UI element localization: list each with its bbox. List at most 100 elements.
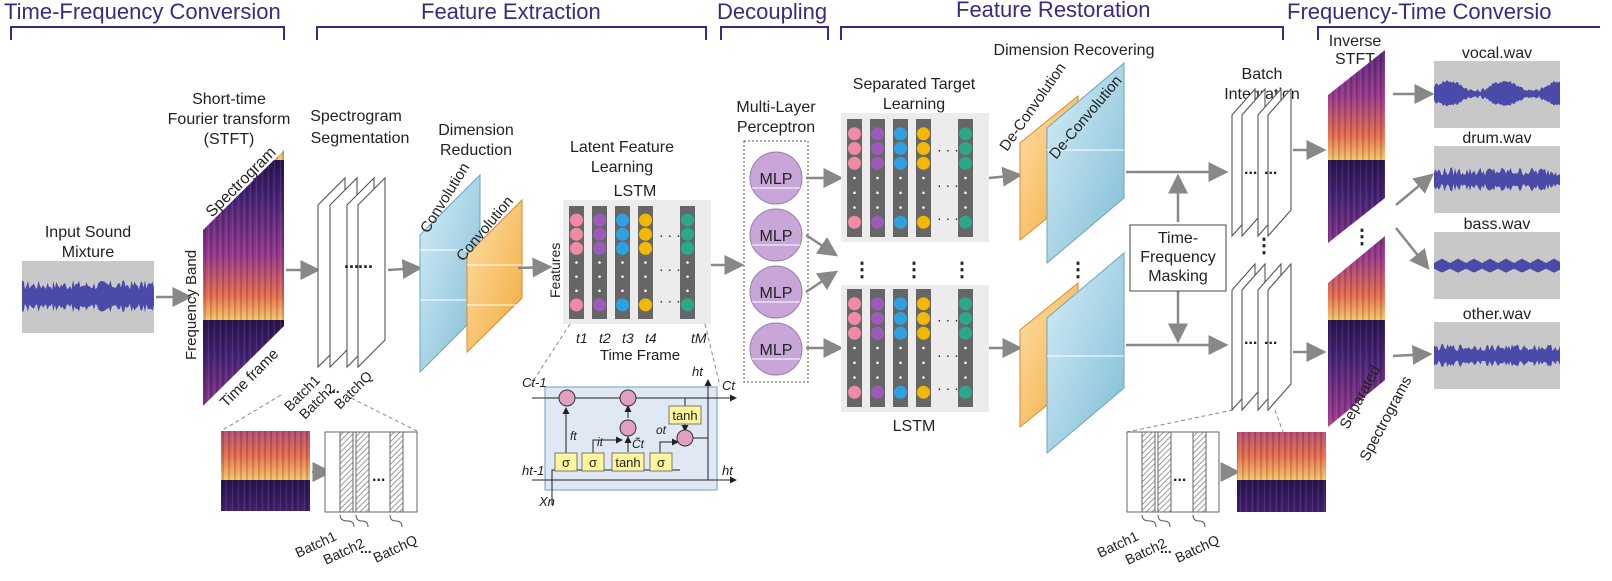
target-learning-label: Separated Target [853,76,976,93]
zoom-spectrogram-right [1237,432,1326,512]
mlp-node [749,208,803,262]
latent-lstm-node [639,227,652,241]
latent-lstm-dot [686,261,689,264]
latent-lstm-node [570,241,583,255]
restoration-lstm-dot [853,206,856,209]
svg-text:Segmentation: Segmentation [311,130,410,147]
vertical-dots: ⋮ ⋮ ⋮ [852,259,972,281]
latent-lstm-dot [575,261,578,264]
restoration-lstm-dot [922,176,925,180]
time-frame-axis: Time Frame [600,347,680,364]
svg-text:it: it [597,435,604,449]
svg-text:...: ... [1173,468,1186,485]
t3-label: t3 [622,330,634,346]
restoration-lstm-node [848,156,861,170]
vertical-dots: ⋮ [1352,226,1372,248]
svg-text:Fourier transform: Fourier transform [168,111,291,128]
zoom-batches-right [1126,431,1220,528]
svg-text:(STFT): (STFT) [204,131,255,148]
restoration-lstm-ellipsis: · · · [937,347,959,363]
restoration-lstm-node [871,127,884,141]
restoration-lstm-dot [876,376,879,379]
svg-text:other.wav: other.wav [1463,306,1531,323]
latent-lstm-node [570,227,583,241]
lstm-cell [532,379,737,505]
restoration-lstm-node [917,312,930,325]
section-header-time-frequency: Time-Frequency Conversion [4,0,285,40]
latent-lstm-node [681,298,694,312]
mlp-node-label: MLP [760,228,793,245]
restoration-lstm-ellipsis: · · · [937,210,959,226]
restoration-lstm-node [848,127,861,141]
restoration-lstm-dot [964,191,967,195]
latent-lstm-node [639,241,652,255]
restoration-lstm-dot [922,361,925,365]
restoration-lstm-dot [876,206,879,209]
latent-lstm-node [681,241,694,255]
features-label: Features [547,243,563,298]
svg-text:Learning: Learning [591,159,653,176]
restoration-lstm-dot [853,376,856,379]
restoration-lstm-dot [964,206,967,209]
restoration-lstm-dot [853,191,856,195]
conv-layer-2 [466,198,523,354]
restoration-lstm-dot [964,176,967,180]
latent-lstm-node [593,213,606,227]
svg-text:⋮: ⋮ [952,259,972,281]
latent-lstm-ellipsis: · · · [659,261,681,277]
svg-text:BatchQ: BatchQ [371,531,420,565]
restoration-lstm-node [871,326,884,340]
restoration-lstm-ellipsis: · · · [937,311,959,327]
stft-label: Short-time [192,91,266,108]
latent-lstm-node [616,213,629,227]
latent-lstm-dot [575,289,578,293]
mlp-node-label: MLP [760,342,793,359]
recover-label: Dimension Recovering [994,42,1155,59]
integration-label: Batch [1242,66,1283,83]
restoration-lstm-dot [922,376,925,379]
restoration-lstm-node [959,312,972,325]
svg-text:ot: ot [656,423,667,437]
svg-text:Masking: Masking [1148,268,1208,285]
svg-text:...: ... [358,252,373,272]
output-vocal: vocal.wav [1434,45,1560,128]
restoration-lstm-node [871,215,884,229]
deconv-top [1019,61,1125,265]
separated-spectrogram-top [1328,50,1385,243]
restoration-lstm-dot [853,176,856,180]
input-label: Input Sound [45,224,131,241]
mlp-node [749,265,803,319]
masking-label: Time- [1158,230,1198,247]
istft-label: Inverse [1329,33,1382,50]
svg-text:Frequency-Time Conversio: Frequency-Time Conversio [1287,0,1552,24]
restoration-lstm-node [917,142,930,155]
restoration-lstm-dot [899,191,902,195]
restoration-lstm-node [871,312,884,325]
restoration-lstm-dot [899,206,902,209]
latent-lstm-dot [644,289,647,293]
latent-lstm-dot [598,261,601,264]
svg-text:Learning: Learning [883,96,945,113]
mlp-node-label: MLP [760,285,793,302]
latent-lstm-node [570,298,583,312]
latent-lstm-node [570,213,583,227]
mlp-node [749,151,803,205]
restoration-lstm-node [871,142,884,155]
svg-text:BatchQ: BatchQ [1173,531,1222,565]
vertical-dots: ⋮ [1254,235,1274,257]
svg-text:σ: σ [562,455,570,470]
restoration-lstm-node [959,385,972,399]
svg-text:...: ... [372,468,385,485]
restoration-lstm-node [894,156,907,170]
restoration-lstm-node [959,142,972,155]
restoration-lstm-node [871,156,884,170]
tm-label: tM [691,330,707,346]
latent-lstm-dot [621,275,624,278]
svg-text:...: ... [1264,161,1277,178]
restoration-lstm-node [917,385,930,399]
restoration-lstm-node [894,215,907,229]
restoration-lstm-node [917,326,930,340]
tf-masking-box [1129,224,1227,292]
restoration-lstm-dot [922,206,925,209]
